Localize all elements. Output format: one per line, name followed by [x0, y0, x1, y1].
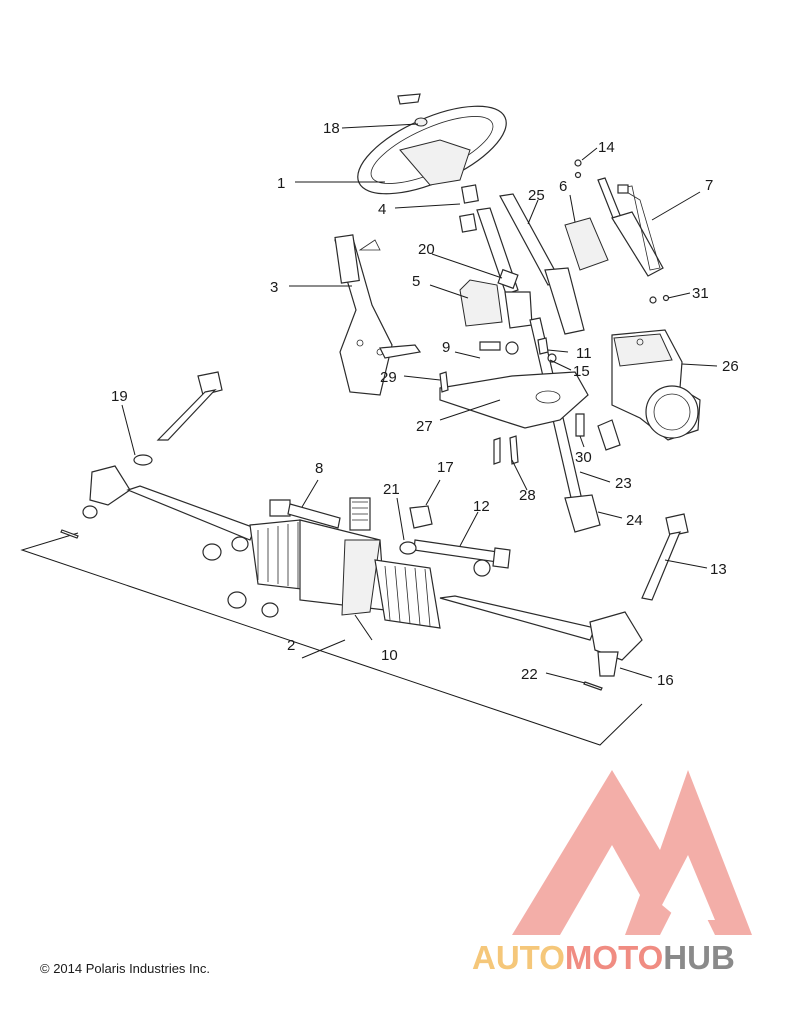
watermark-brand-text: AUTOMOTOHUB: [472, 938, 735, 978]
callout-11: 11: [576, 345, 592, 362]
callout-16: 16: [657, 672, 674, 689]
eps-unit: [611, 329, 701, 441]
strut-7: [597, 177, 664, 277]
callout-4: 4: [378, 201, 386, 218]
column-cover: [459, 279, 503, 327]
callout-30: 30: [575, 449, 592, 466]
callout-5: 5: [412, 273, 420, 290]
callout-27: 27: [416, 418, 433, 435]
callout-8: 8: [315, 460, 323, 477]
callout-3: 3: [270, 279, 278, 296]
bolts-mount: [439, 337, 621, 451]
callout-29: 29: [380, 369, 397, 386]
callout-14: 14: [598, 139, 615, 156]
callout-20: 20: [418, 241, 435, 258]
small-fasteners: [574, 159, 670, 304]
bolts-28: [493, 435, 519, 465]
callout-7: 7: [705, 177, 713, 194]
callout-labels: 1 2 3 4 5 6 7 8 9 10 11 12 13 14 15 16 1…: [111, 120, 739, 689]
callout-21: 21: [383, 481, 400, 498]
brand-auto: AUTO: [472, 939, 565, 976]
callout-23: 23: [615, 475, 632, 492]
callout-31: 31: [692, 285, 709, 302]
brand-moto: MOTO: [564, 939, 664, 976]
u-joints: [497, 267, 585, 335]
callout-22: 22: [521, 666, 538, 683]
callout-9: 9: [442, 339, 450, 356]
callout-10: 10: [381, 647, 398, 664]
callout-26: 26: [722, 358, 739, 375]
callout-6: 6: [559, 178, 567, 195]
callout-25: 25: [528, 187, 545, 204]
bolt-13: [641, 513, 689, 601]
callout-13: 13: [710, 561, 727, 578]
callout-1: 1: [277, 175, 285, 192]
callout-17: 17: [437, 459, 454, 476]
watermark-logo-icon: [512, 770, 752, 935]
callout-19: 19: [111, 388, 128, 405]
callout-24: 24: [626, 512, 643, 529]
callout-15: 15: [573, 363, 590, 380]
steering-rack: [60, 465, 643, 691]
steering-wheel: [357, 93, 507, 195]
rack-assembly-bracket: [20, 532, 643, 746]
column-bracket: [334, 234, 422, 396]
callout-12: 12: [473, 498, 490, 515]
leader-lines: [121, 123, 718, 684]
callout-28: 28: [519, 487, 536, 504]
bolt-19: [133, 371, 223, 466]
mount-plate: [439, 371, 589, 429]
brand-hub: HUB: [663, 939, 735, 976]
copyright-notice: © 2014 Polaris Industries Inc.: [40, 961, 210, 976]
callout-2: 2: [287, 637, 295, 654]
callout-18: 18: [323, 120, 340, 137]
bracket-6: [564, 217, 609, 271]
